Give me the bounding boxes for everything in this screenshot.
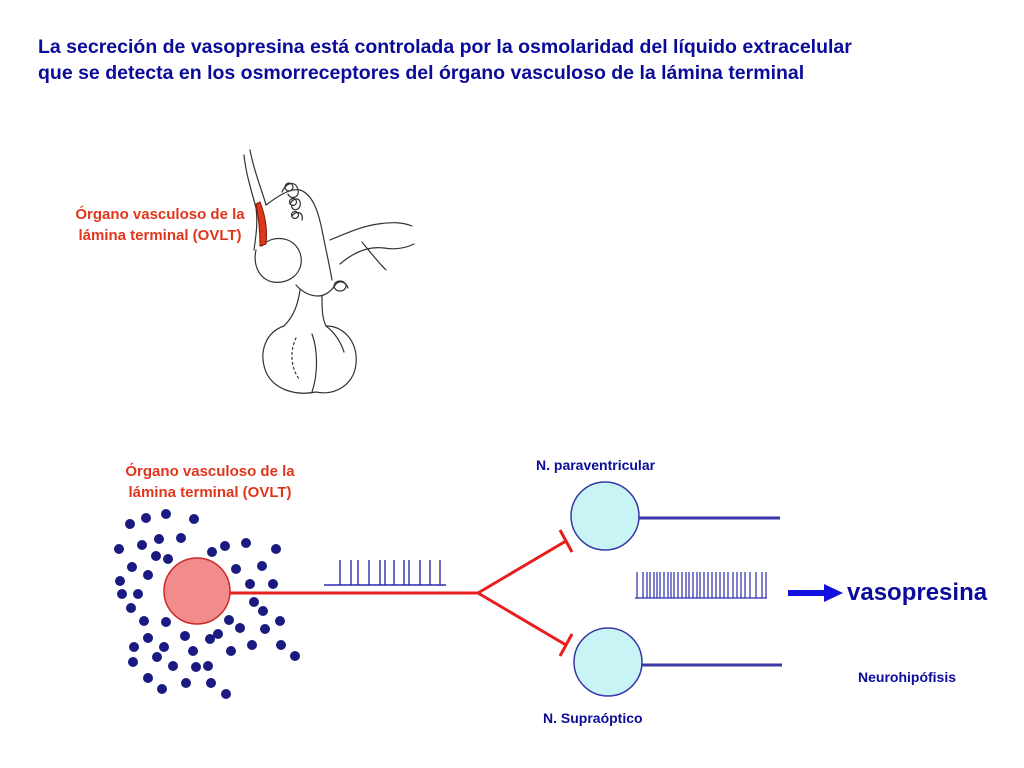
paraventricular-cell [570, 481, 640, 551]
posterior-lobe-detail [325, 325, 345, 353]
anatomy-ovlt-label-line-2: lámina terminal (OVLT) [78, 227, 242, 244]
hypophysis-outline [262, 325, 357, 394]
title-line-1: La secreción de vasopresina está control… [38, 36, 852, 58]
output-arrow-icon [788, 584, 843, 602]
tegmentum-line [361, 241, 387, 271]
synapse-upper-bar [558, 529, 574, 553]
osmoreceptor-axon [230, 529, 574, 657]
supraoptico-cell [573, 627, 643, 697]
midbrain-outline [329, 222, 413, 241]
osmolarity-particles [114, 509, 300, 699]
small-loop-2 [288, 197, 298, 207]
hypothalamus-sketch [243, 149, 415, 394]
slide-title: La secreción de vasopresina está control… [38, 34, 998, 86]
neurohipofisis-label: Neurohipófisis [858, 669, 957, 685]
stalk-left [283, 289, 301, 327]
paraventricular-label: N. paraventricular [536, 457, 656, 473]
pituitary-shading [291, 337, 301, 381]
axon-branch-upper [477, 539, 567, 595]
small-loop-1 [284, 182, 294, 192]
axon-branch-lower [477, 591, 567, 647]
lamina-terminalis-outline [243, 154, 258, 251]
synapse-lower-bar [558, 633, 574, 657]
midbrain-lower-outline [339, 243, 415, 265]
anatomy-ovlt-label: Órgano vasculoso de la lámina terminal (… [40, 204, 280, 246]
hypophysis-divider [311, 333, 318, 393]
mammillary-curls [281, 182, 303, 221]
optic-chiasm-outline [254, 237, 302, 283]
ovlt-highlight [255, 201, 267, 247]
infundibulum-outline [295, 281, 349, 297]
anatomy-ovlt-label-line-1: Órgano vasculoso de la [75, 206, 245, 223]
supraoptico-label: N. Supraóptico [543, 710, 643, 726]
schema-ovlt-label-line-1: Órgano vasculoso de la [125, 463, 295, 480]
third-ventricle-outline [265, 189, 333, 281]
high-frequency-spike-train [635, 572, 767, 599]
osmoreceptor-cell [163, 557, 231, 625]
lamina-inner-line [249, 149, 267, 206]
ovlt-spike-train [324, 560, 446, 586]
small-loop-3 [290, 210, 300, 220]
vasopresina-label: vasopresina [847, 579, 988, 606]
mammillary-body [333, 280, 347, 292]
schema-ovlt-label-line-2: lámina terminal (OVLT) [128, 484, 292, 501]
title-line-2: que se detecta en los osmorreceptores de… [38, 62, 805, 84]
schema-ovlt-label: Órgano vasculoso de la lámina terminal (… [90, 461, 330, 503]
stalk-right [321, 295, 327, 327]
